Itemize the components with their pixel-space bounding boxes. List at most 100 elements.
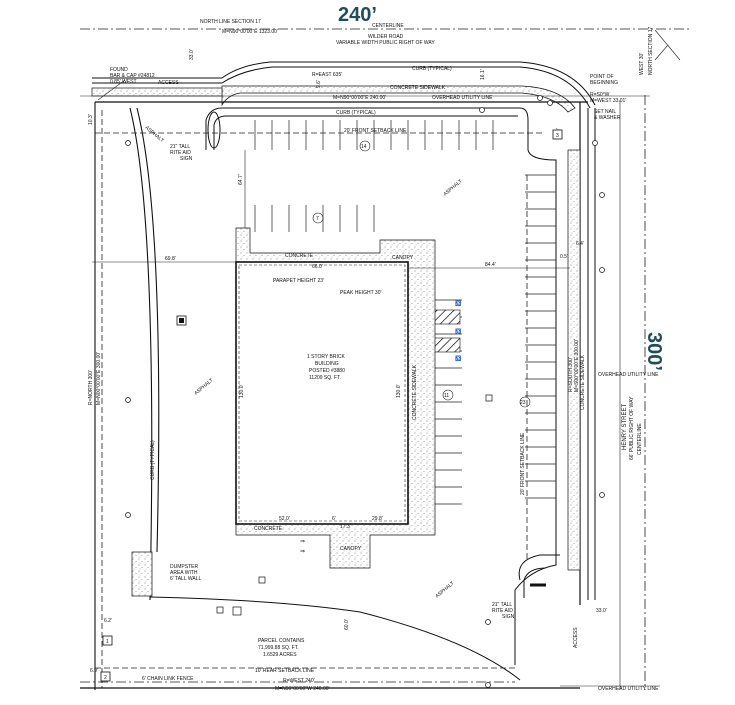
m-north-label: M=N00°00'00"E 300.00'	[96, 352, 102, 405]
marker-2: 2	[104, 675, 107, 681]
dumpster-3: 6' TALL WALL	[170, 576, 201, 582]
north-bearing-label: M=N90°00'00"E 1323.00'	[222, 29, 278, 35]
north-sidewalk	[221, 85, 576, 113]
catch-basin-2	[258, 576, 266, 584]
asphalt-3: ASPHALT	[193, 378, 214, 397]
chain-fence-label: 6' CHAIN LINK FENCE	[142, 676, 194, 682]
front-setback-top: 20' FRONT SETBACK LINE	[344, 128, 407, 134]
dim-top-label: 240’	[338, 4, 377, 26]
marker-1: 1	[106, 639, 109, 645]
dim-130-east: 130.0'	[396, 384, 402, 398]
overhead-utility-right-label: OVERHEAD UTILITY LINE	[598, 372, 659, 378]
overhead-utility-top-label: OVERHEAD UTILITY LINE	[432, 95, 493, 101]
dim-60: 60.0'	[344, 619, 350, 630]
marker-3: 3	[556, 133, 559, 139]
dumpster-area	[131, 551, 153, 597]
dim-69-8: 69.8'	[165, 256, 176, 262]
dim-6: 6'	[332, 516, 336, 522]
asphalt-2: ASPHALT	[442, 179, 463, 198]
marker-2-box	[100, 671, 111, 682]
parking-stalls-top	[254, 120, 494, 150]
dim-right-label: 300’	[643, 332, 665, 371]
access-strip-top	[91, 87, 223, 97]
peak-label: PEAK HEIGHT 30'	[340, 290, 381, 296]
parcel-3: 1.6529 ACRES	[263, 652, 297, 658]
north-section-label: NORTH SECTION 17	[648, 27, 654, 75]
concrete-building-south: CONCRETE	[254, 526, 283, 532]
r-east-label: R=EAST 635'	[312, 72, 342, 78]
m-bottom: M=N90°00'00"W 240.00'	[275, 686, 330, 692]
r-west-bottom: R=WEST 240'	[283, 678, 315, 684]
dim-6-2: 6.2'	[104, 618, 112, 624]
building-desc-4: 11209 SQ. FT.	[309, 375, 341, 381]
concrete-sidewalk-right: CONCRETE SIDEWALK	[580, 354, 586, 410]
dim-130-west: 130.0'	[239, 384, 245, 398]
wilder-road-row: VARIABLE WIDTH PUBLIC RIGHT OF WAY	[336, 40, 435, 46]
utility-symbols	[125, 95, 605, 688]
sign-island-top	[207, 111, 221, 149]
sign-south-3: SIGN	[502, 614, 515, 620]
dim-10: 10.3'	[88, 114, 94, 125]
found-bar-3: 0.85' WEST	[110, 79, 137, 85]
marker-3-box	[552, 129, 563, 140]
sign-top-2: RITE AID	[170, 150, 191, 156]
svg-text:⇒: ⇒	[300, 539, 305, 545]
parking-stalls-middle	[254, 205, 375, 232]
dim-52: 52.0'	[279, 516, 290, 522]
canopy-north: CANOPY	[392, 255, 414, 261]
parking-stalls-building-east	[432, 299, 462, 505]
m-south-label: M=S00°00'00"E 300.00'	[574, 339, 580, 392]
north-line-label: NORTH LINE SECTION 17	[200, 19, 261, 25]
dim-33-top: 33.0'	[189, 49, 195, 60]
sign-south-1: 21" TALL	[492, 602, 512, 608]
catch-basin-5	[485, 394, 493, 402]
dumpster-2: AREA WITH	[170, 570, 198, 576]
concrete-sidewalk-top: CONCRETE SIDEWALK	[390, 85, 446, 91]
rear-setback-label: 10' REAR SETBACK LINE	[255, 668, 315, 674]
svg-text:♿: ♿	[455, 300, 461, 307]
dim-33-bottom-right: 33.0'	[596, 608, 607, 614]
parking-count-11: 11	[444, 393, 449, 399]
sign-top-1: 21" TALL	[170, 144, 190, 150]
building-desc-2: BUILDING	[315, 361, 339, 367]
set-nail-2: & WASHER	[594, 115, 621, 121]
parcel-1: PARCEL CONTAINS	[258, 638, 305, 644]
concrete-sidewalk-bldg: CONCRETE SIDEWALK	[412, 364, 418, 420]
overhead-bottom-label: OVERHEAD UTILITY LINE	[598, 686, 659, 692]
wilder-centerline-label: CENTERLINE	[372, 23, 404, 29]
dim-66: 66.0'	[312, 264, 323, 270]
parking-count-7: 7	[316, 216, 319, 222]
wilder-road-name: WILDER ROAD	[368, 34, 404, 40]
found-bar-1: FOUND	[110, 67, 128, 73]
catch-basin-3	[232, 606, 242, 616]
set-nail-1: SET NAIL	[594, 109, 616, 115]
dim-29-8: 29.8'	[372, 516, 383, 522]
access-top-label: ACCESS	[158, 80, 179, 86]
dim-9-6: 9.6'	[316, 80, 322, 88]
r-south-label: R=SOUTH 300'	[568, 357, 574, 392]
henry-street-row: 66' PUBLIC RIGHT OF WAY	[629, 396, 635, 460]
dim-16: 16.1'	[480, 69, 486, 80]
handicap-symbols: ♿ ♿ ♿	[455, 300, 461, 362]
parking-count-14: 14	[361, 144, 367, 150]
dumpster-1: DUMPSTER	[170, 564, 198, 570]
catch-basin-4	[216, 606, 224, 614]
dim-84-4: 84.4'	[485, 262, 496, 268]
arrows: ⇒ ⇒	[300, 539, 305, 555]
east-sidewalk	[567, 149, 581, 571]
henry-centerline-label: CENTERLINE	[637, 423, 643, 455]
sign-top-3: SIGN	[180, 156, 193, 162]
curb-typical-top: CURB (TYPICAL)	[412, 66, 452, 72]
found-bar-2: BAR & CAP #24812	[110, 73, 155, 79]
parapet-label: PARAPET HEIGHT 23'	[273, 278, 324, 284]
pob-2: BEGINNING	[590, 80, 618, 86]
parcel-2: 71,999.88 SQ. FT.	[258, 645, 299, 651]
dim-6-4: 6.4'	[576, 241, 584, 247]
west-30-label: WEST 30'	[639, 53, 645, 75]
svg-text:♿: ♿	[455, 328, 461, 335]
building	[235, 261, 409, 525]
dim-17-3: 17.3'	[340, 524, 351, 530]
parking-stalls-right	[525, 174, 556, 499]
sign-south-2: RITE AID	[492, 608, 513, 614]
